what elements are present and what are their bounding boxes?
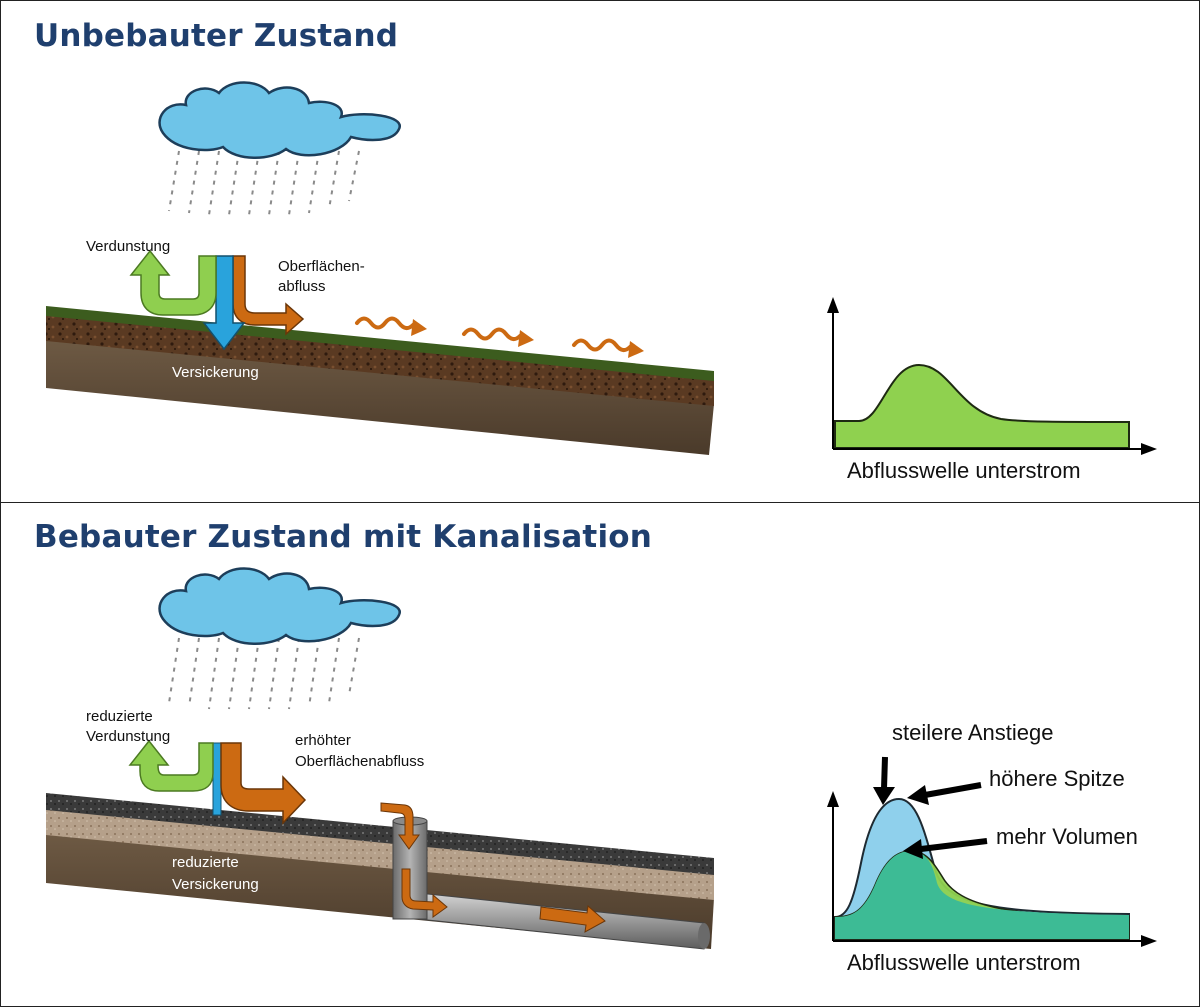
undeveloped-panel: Unbebauter Zustand bbox=[0, 0, 1200, 503]
steeper-rise-label: steilere Anstiege bbox=[892, 720, 1054, 745]
evaporation-label-line1: reduzierte bbox=[86, 708, 153, 725]
overland-flow-arrows bbox=[355, 316, 632, 352]
higher-peak-pointer bbox=[924, 782, 982, 798]
runoff-label-line2: abfluss bbox=[278, 278, 326, 295]
infiltration-arrow bbox=[212, 742, 222, 816]
y-axis-arrowhead bbox=[827, 791, 839, 807]
cloud-shape bbox=[158, 567, 401, 645]
steeper-rise-pointer bbox=[881, 756, 888, 790]
x-axis-arrowhead bbox=[1141, 935, 1157, 947]
runoff-label-line1: Oberflächen- bbox=[278, 258, 365, 275]
y-axis-arrowhead bbox=[827, 297, 839, 313]
developed-panel: Bebauter Zustand mit Kanalisation bbox=[0, 502, 1200, 1007]
pipe-flow-arrow bbox=[539, 905, 606, 933]
infiltration-label: Versickerung bbox=[172, 364, 259, 381]
developed-title: Bebauter Zustand mit Kanalisation bbox=[34, 519, 653, 555]
evaporation-label-line2: Verdunstung bbox=[86, 728, 171, 745]
x-axis-arrowhead bbox=[1141, 443, 1157, 455]
sewer-pipe-end bbox=[698, 923, 710, 949]
undeveloped-title: Unbebauter Zustand bbox=[34, 18, 399, 54]
undeveloped-scene bbox=[46, 81, 1157, 455]
hydrograph-natural-area bbox=[834, 363, 1130, 449]
rain-streaks bbox=[168, 637, 360, 710]
overland-flow-arrowhead bbox=[628, 341, 644, 358]
hydrograph-caption: Abflusswelle unterstrom bbox=[847, 950, 1081, 975]
sewer-flow-arrows bbox=[380, 802, 606, 933]
infiltration-label-line2: Versickerung bbox=[172, 876, 259, 893]
surface-runoff-arrow bbox=[220, 742, 307, 825]
infiltration-arrow bbox=[202, 255, 246, 351]
rain-streaks bbox=[168, 150, 360, 216]
evaporation-arrow bbox=[129, 249, 217, 316]
runoff-label-line1: erhöhter bbox=[295, 732, 351, 749]
cloud-shape bbox=[158, 81, 401, 159]
topsoil-layer bbox=[46, 314, 714, 406]
rain-cloud-icon bbox=[158, 567, 401, 710]
annotation-arrows bbox=[873, 756, 988, 859]
hydrograph-developed bbox=[827, 791, 1157, 947]
steeper-rise-arrowhead bbox=[873, 787, 895, 805]
more-volume-label: mehr Volumen bbox=[996, 824, 1138, 849]
hydrograph-natural bbox=[827, 297, 1157, 455]
higher-peak-label: höhere Spitze bbox=[989, 766, 1125, 791]
higher-peak-arrowhead bbox=[907, 785, 929, 805]
gravel-layer bbox=[46, 808, 714, 900]
evaporation-arrow bbox=[128, 739, 214, 792]
evaporation-label: Verdunstung bbox=[86, 238, 171, 255]
overland-flow-arrowhead bbox=[411, 319, 427, 336]
subsoil-layer bbox=[46, 339, 714, 455]
more-volume-pointer bbox=[920, 838, 988, 852]
hydrograph-caption: Abflusswelle unterstrom bbox=[847, 458, 1081, 483]
infiltration-label-line1: reduzierte bbox=[172, 854, 239, 871]
shaft-flow-arrow bbox=[401, 868, 448, 918]
developed-scene bbox=[46, 567, 1157, 950]
inflow-arrow bbox=[380, 802, 420, 850]
runoff-label-line2: Oberflächenabfluss bbox=[295, 753, 425, 770]
more-volume-arrowhead bbox=[903, 839, 923, 859]
overland-flow-arrowhead bbox=[518, 330, 534, 347]
rain-cloud-icon bbox=[158, 81, 401, 216]
hydrograph-overlap-area bbox=[835, 851, 1129, 939]
surface-runoff-arrow bbox=[232, 255, 305, 336]
